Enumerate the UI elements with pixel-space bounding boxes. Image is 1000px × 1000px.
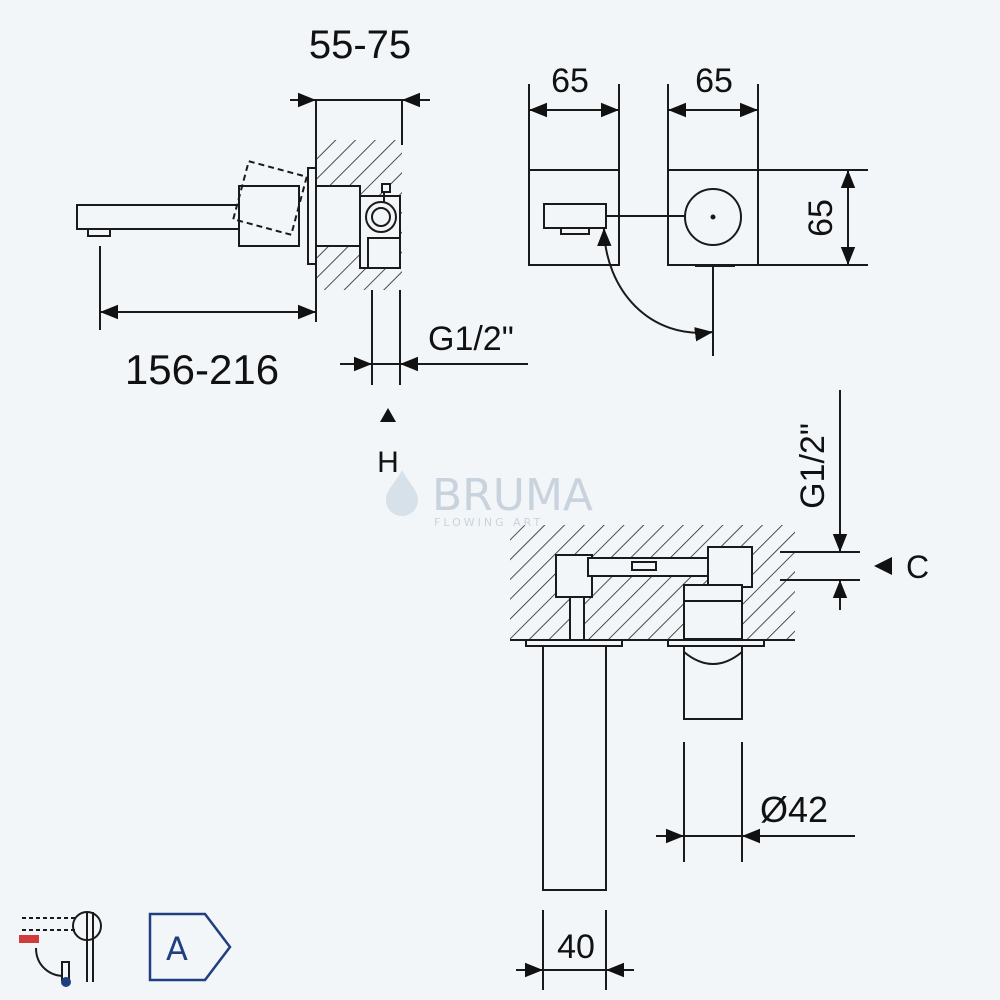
dim-spout-width: 40 [557, 928, 595, 966]
cartridge-class-badge: A [148, 912, 232, 982]
marker-triangle-c [874, 557, 892, 575]
label-c: C [906, 549, 929, 585]
dim-thread-top: G1/2" [794, 423, 832, 509]
mixer-cartridge-icon [19, 911, 102, 987]
handle-rotated-outline [232, 160, 308, 236]
spout [76, 204, 240, 230]
top-view [510, 390, 860, 990]
brand-tagline: FLOWING ART [434, 516, 543, 529]
front-view [528, 84, 868, 356]
dim-thread-side: G1/2" [428, 320, 514, 358]
dim-wall-depth: 55-75 [309, 23, 411, 67]
dim-plate-width-right: 65 [695, 62, 733, 100]
water-drop-icon [386, 470, 418, 516]
dim-handle-diameter: Ø42 [760, 789, 828, 830]
dim-spout-reach: 156-216 [125, 346, 279, 393]
side-view [76, 92, 528, 385]
wall-plate [307, 167, 317, 265]
handle-body [238, 185, 300, 247]
brand-watermark: BRUMA FLOWING ART [386, 470, 593, 529]
cartridge-class-label: A [166, 930, 188, 968]
dim-plate-height: 65 [802, 199, 840, 237]
spout-top [542, 645, 607, 891]
handle-top [683, 645, 743, 720]
marker-triangle-h [380, 408, 396, 422]
brand-name: BRUMA [432, 470, 593, 521]
dim-plate-width-left: 65 [551, 62, 589, 100]
label-h: H [377, 446, 399, 479]
